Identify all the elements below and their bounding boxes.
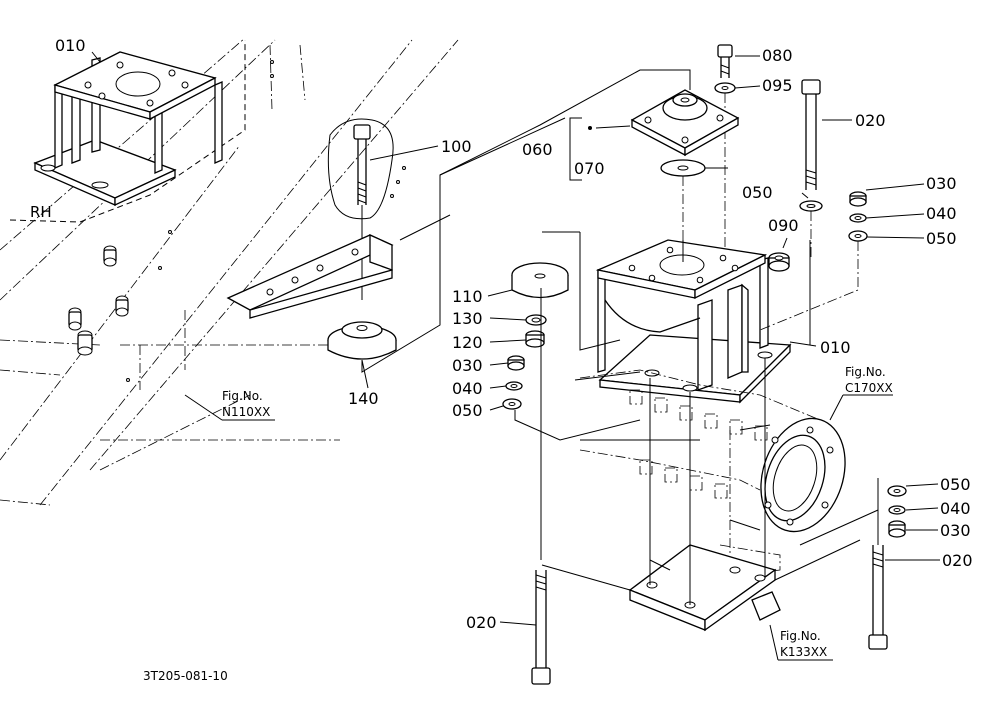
label-030-right-bottom: 030 — [940, 521, 971, 540]
label-070: 070 — [574, 159, 605, 178]
label-030-right-top: 030 — [926, 174, 957, 193]
left-stack-fasteners — [502, 262, 569, 410]
label-040-left: 040 — [452, 379, 483, 398]
frame-holes — [68, 60, 406, 382]
label-095: 095 — [762, 76, 793, 95]
label-110: 110 — [452, 287, 483, 306]
label-060: 060 — [522, 140, 553, 159]
fig-ref-n110-line2: N110XX — [222, 405, 270, 419]
top-mount-assembly — [569, 44, 740, 250]
lower-plate — [628, 544, 781, 632]
drawing-number: 3T205-081-10 — [143, 669, 228, 683]
label-010-inset: 010 — [55, 36, 86, 55]
label-010-main: 010 — [820, 338, 851, 357]
gear-case-reference — [579, 369, 846, 576]
right-top-fasteners — [759, 191, 868, 331]
label-020-right: 020 — [942, 551, 973, 570]
figure-references: Fig.No. N110XX Fig.No. C170XX Fig.No. K1… — [222, 365, 893, 659]
fig-ref-c170-line1: Fig.No. — [845, 365, 886, 379]
left-mount-assembly — [226, 118, 397, 360]
label-020-top: 020 — [855, 111, 886, 130]
leader-lines — [91, 51, 940, 661]
label-080: 080 — [762, 46, 793, 65]
part-number-labels: 080 095 020 060 070 050 030 040 050 090 … — [55, 36, 973, 632]
fig-ref-n110-line1: Fig.No. — [222, 389, 263, 403]
bolt-020-left — [531, 570, 551, 685]
label-130: 130 — [452, 309, 483, 328]
right-bottom-fasteners — [868, 485, 907, 650]
label-040-right-bottom: 040 — [940, 499, 971, 518]
label-120: 120 — [452, 333, 483, 352]
fig-ref-c170-line2: C170XX — [845, 381, 893, 395]
main-bracket-010 — [595, 239, 792, 404]
inset-bracket-010 — [9, 40, 246, 223]
spacer-090 — [768, 252, 790, 272]
fig-ref-k133-line2: K133XX — [780, 645, 827, 659]
assembly-center-lines — [361, 69, 879, 605]
label-100: 100 — [441, 137, 472, 156]
label-050-right-top: 050 — [926, 229, 957, 248]
bolt-020-top — [799, 79, 823, 260]
label-090: 090 — [768, 216, 799, 235]
label-140: 140 — [348, 389, 379, 408]
label-030-left: 030 — [452, 356, 483, 375]
label-050-mid: 050 — [742, 183, 773, 202]
label-020-left: 020 — [466, 613, 497, 632]
fig-ref-k133-line1: Fig.No. — [780, 629, 821, 643]
label-050-right-bottom: 050 — [940, 475, 971, 494]
side-label-rh: RH — [30, 203, 52, 221]
label-040-right-top: 040 — [926, 204, 957, 223]
label-050-left: 050 — [452, 401, 483, 420]
